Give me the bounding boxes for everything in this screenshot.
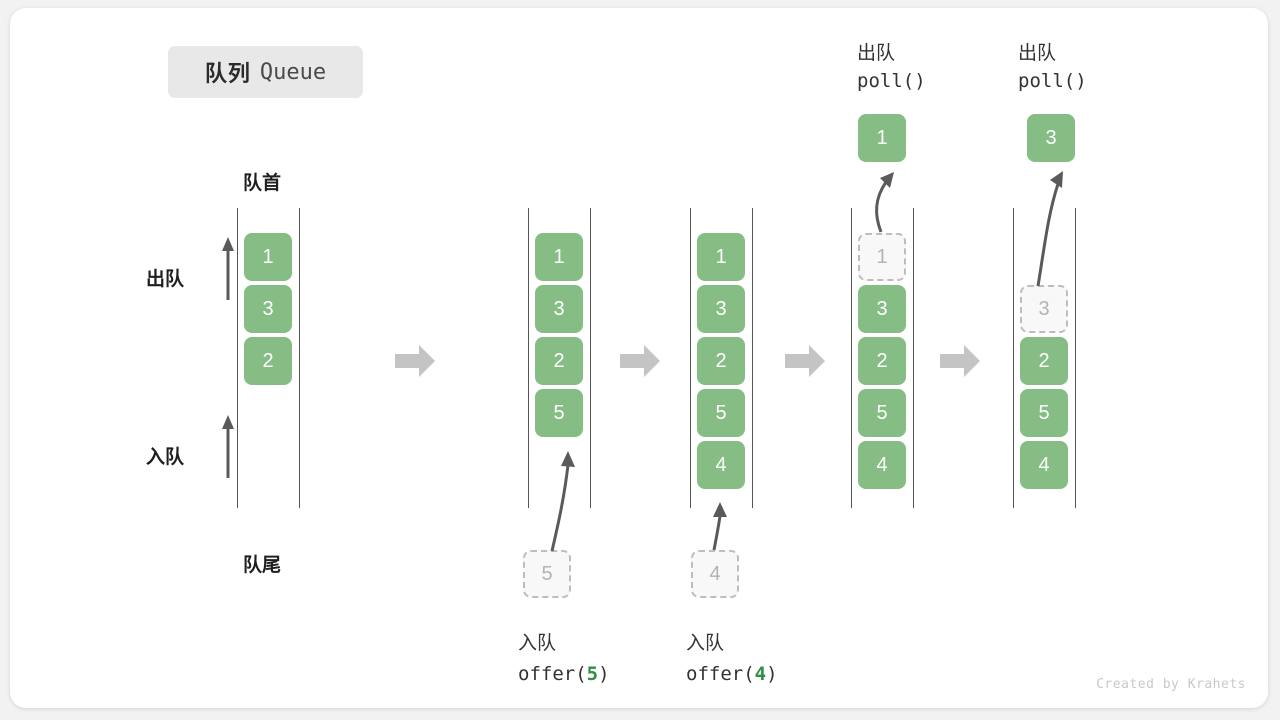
dequeued-element: 3 <box>1027 114 1075 162</box>
queue-rail-left <box>1013 208 1014 508</box>
enqueue-motion-arrow-icon <box>712 502 727 551</box>
queue-rail-right <box>1075 208 1076 508</box>
title-chinese: 队列 <box>204 61 251 86</box>
operation-label-code: offer(4) <box>686 663 778 685</box>
op-code-suffix: ) <box>598 663 610 685</box>
queue-element: 3 <box>244 285 292 333</box>
queue-element: 2 <box>858 337 906 385</box>
queue-element: 1 <box>244 233 292 281</box>
op-code-suffix: ) <box>766 663 778 685</box>
queue-element: 5 <box>535 389 583 437</box>
dequeue-motion-arrow-icon <box>875 172 894 233</box>
queue-element: 4 <box>697 441 745 489</box>
dequeue-direction-arrow-icon <box>222 237 234 300</box>
enqueue-direction-arrow-icon <box>222 415 234 478</box>
diagram-card: 队列 Queue 队首 队尾 出队 入队 1 3 2 1 3 2 5 5 入队 … <box>10 8 1268 708</box>
queue-element: 2 <box>535 337 583 385</box>
operation-label-code: poll() <box>857 70 926 92</box>
queue-rail-right <box>590 208 591 508</box>
queue-element: 5 <box>858 389 906 437</box>
queue-element: 1 <box>697 233 745 281</box>
queue-tail-label: 队尾 <box>243 555 282 576</box>
queue-element: 1 <box>535 233 583 281</box>
op-code-suffix: ) <box>1075 70 1087 92</box>
queue-element: 3 <box>535 285 583 333</box>
op-code-prefix: offer( <box>686 663 755 685</box>
queue-rail-right <box>299 208 300 508</box>
queue-rail-left <box>237 208 238 508</box>
op-code-value: 5 <box>586 663 599 685</box>
queue-element: 3 <box>697 285 745 333</box>
flow-arrow-icon <box>785 345 825 377</box>
dequeue-motion-arrow-icon <box>1036 171 1063 287</box>
op-code-suffix: ) <box>914 70 926 92</box>
dequeued-element: 1 <box>858 114 906 162</box>
operation-label-code: poll() <box>1018 70 1087 92</box>
op-code-prefix: offer( <box>518 663 587 685</box>
enqueue-motion-arrow-icon <box>550 451 575 552</box>
op-code-value: 4 <box>754 663 767 685</box>
queue-element: 2 <box>244 337 292 385</box>
enqueue-direction-label: 入队 <box>146 447 185 468</box>
op-code-prefix: poll( <box>857 70 915 92</box>
queue-element: 4 <box>1020 441 1068 489</box>
queue-rail-left <box>690 208 691 508</box>
dequeue-direction-label: 出队 <box>146 269 185 290</box>
operation-label-cn: 出队 <box>1018 43 1057 64</box>
diagram-title-badge: 队列 Queue <box>168 46 363 98</box>
operation-label-code: offer(5) <box>518 663 610 685</box>
queue-element: 2 <box>697 337 745 385</box>
flow-arrow-icon <box>620 345 660 377</box>
incoming-element-ghost: 4 <box>691 550 739 598</box>
queue-element: 3 <box>858 285 906 333</box>
queue-rail-right <box>752 208 753 508</box>
operation-label-cn: 入队 <box>518 633 557 654</box>
queue-element: 5 <box>1020 389 1068 437</box>
queue-rail-left <box>528 208 529 508</box>
queue-head-label: 队首 <box>243 173 282 194</box>
queue-element: 4 <box>858 441 906 489</box>
queue-element-ghost: 1 <box>858 233 906 281</box>
queue-element: 5 <box>697 389 745 437</box>
flow-arrow-icon <box>940 345 980 377</box>
queue-element-ghost: 3 <box>1020 285 1068 333</box>
operation-label-cn: 入队 <box>686 633 725 654</box>
queue-rail-left <box>851 208 852 508</box>
operation-label-cn: 出队 <box>857 43 896 64</box>
incoming-element-ghost: 5 <box>523 550 571 598</box>
watermark-credit: Created by Krahets <box>1096 677 1246 692</box>
queue-element: 2 <box>1020 337 1068 385</box>
op-code-prefix: poll( <box>1018 70 1076 92</box>
flow-arrow-icon <box>395 345 435 377</box>
diagram-stage: 队列 Queue 队首 队尾 出队 入队 1 3 2 1 3 2 5 5 入队 … <box>10 8 1268 708</box>
title-english: Queue <box>259 59 327 85</box>
queue-rail-right <box>913 208 914 508</box>
